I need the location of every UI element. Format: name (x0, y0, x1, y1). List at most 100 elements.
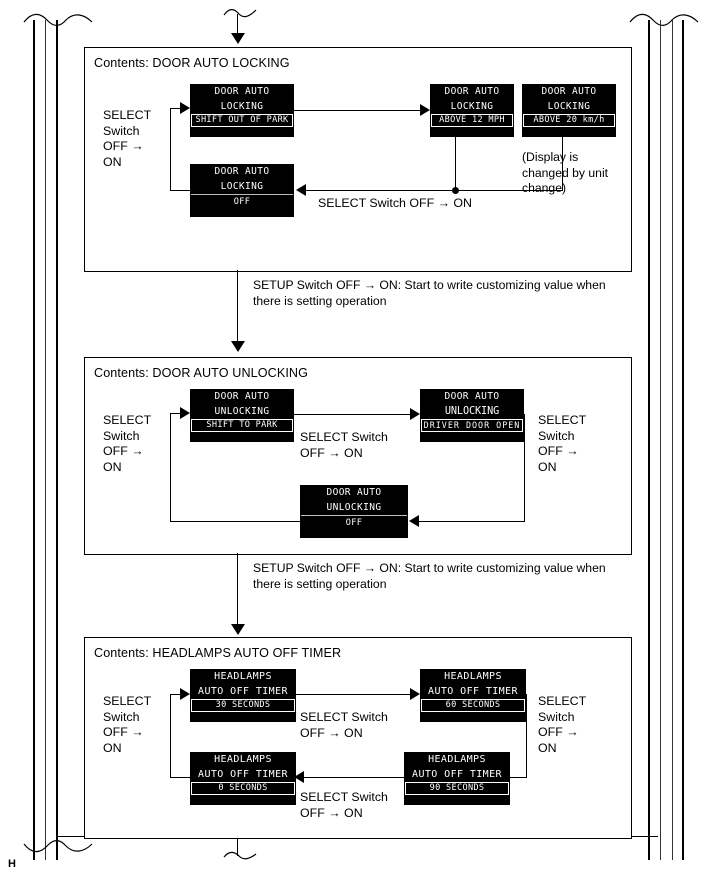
transition-arrowhead-1 (231, 341, 245, 352)
right-line-1: SELECT (538, 413, 587, 427)
display-value: 30 SECONDS (191, 699, 295, 712)
display-value: OFF (191, 194, 293, 208)
loop-hline-bottom-2 (170, 521, 300, 523)
label-select-switch-top-3: SELECT Switch OFF → ON (300, 710, 410, 741)
label-line-2: OFF → ON (300, 805, 363, 820)
display-above-12-mph: DOOR AUTO LOCKING ABOVE 12 MPH (430, 84, 514, 137)
note-display-changed-by-unit: (Display is changed by unit change) (522, 150, 609, 195)
note-setup-switch-1: SETUP Switch OFF → ON: Start to write cu… (253, 278, 606, 308)
entry-line-1: SELECT (103, 694, 152, 708)
display-value: 0 SECONDS (191, 782, 295, 795)
page-break-wave-right (629, 13, 699, 26)
entry-line-3: OFF → (103, 139, 144, 153)
display-line-1: DOOR AUTO (444, 86, 500, 97)
label-line-1: SELECT Switch (300, 790, 388, 804)
display-timer-0: HEADLAMPS AUTO OFF TIMER 0 SECONDS (190, 752, 296, 805)
loop-hline-bottom-3 (170, 777, 192, 779)
right-line-3: OFF → (538, 444, 579, 458)
display-line-2: AUTO OFF TIMER (412, 769, 502, 780)
page-marker-h: H (8, 858, 16, 870)
return-hline-3right (508, 777, 527, 779)
display-line-2: AUTO OFF TIMER (198, 686, 288, 697)
display-line-2: UNLOCKING (326, 502, 382, 513)
entry-arrowhead-2 (180, 407, 190, 419)
display-timer-90: HEADLAMPS AUTO OFF TIMER 90 SECONDS (404, 752, 510, 805)
display-value: DRIVER DOOR OPEN (421, 419, 523, 432)
display-line-1: DOOR AUTO (214, 166, 270, 177)
entry-line-3: OFF → (103, 444, 144, 458)
transition-line-1 (237, 270, 239, 342)
arrow-line-3bottom (302, 777, 406, 779)
top-entry-wave (223, 9, 257, 18)
return-hline-1 (305, 190, 563, 192)
loop-hline-entry-2 (170, 413, 184, 415)
page-break-wave-bottom-left (23, 840, 93, 853)
return-vline-from-12mph (455, 137, 457, 190)
top-entry-line (237, 14, 239, 34)
display-value: SHIFT OUT OF PARK (191, 114, 293, 127)
display-line-1: DOOR AUTO (541, 86, 597, 97)
display-line-1: HEADLAMPS (214, 754, 272, 765)
display-value: OFF (301, 515, 407, 529)
loop-vline-3 (170, 694, 172, 777)
display-line-2: AUTO OFF TIMER (198, 769, 288, 780)
right-line-4: ON (538, 459, 557, 474)
arrowhead-3bottom (294, 771, 304, 783)
label-select-switch-return-1: SELECT Switch OFF → ON (318, 196, 472, 210)
display-line-2: LOCKING (547, 101, 591, 112)
display-timer-30: HEADLAMPS AUTO OFF TIMER 30 SECONDS (190, 669, 296, 722)
label-line-1: SELECT Switch (300, 430, 388, 444)
junction-dot-1 (452, 187, 459, 194)
display-value: 90 SECONDS (405, 782, 509, 795)
display-above-20-kmh: DOOR AUTO LOCKING ABOVE 20 km/h (522, 84, 616, 137)
display-shift-out-of-park: DOOR AUTO LOCKING SHIFT OUT OF PARK (190, 84, 294, 137)
entry-line-1: SELECT (103, 413, 152, 427)
return-vline-from-20kmh (562, 137, 564, 190)
label-select-switch-entry-1: SELECT Switch OFF → ON (103, 108, 151, 170)
arrow-line-2a (294, 414, 414, 416)
loop-vline-2 (170, 413, 172, 521)
loop-hline-entry-1 (170, 108, 184, 110)
entry-line-3: OFF → (103, 725, 144, 739)
return-vline-2 (524, 414, 526, 521)
display-unlocking-off: DOOR AUTO UNLOCKING OFF (300, 485, 408, 538)
right-line-2: Switch (538, 709, 575, 724)
entry-line-4: ON (103, 459, 122, 474)
label-line-1: SELECT Switch (300, 710, 388, 724)
arrow-line-3top (296, 694, 414, 696)
section-title-door-auto-unlocking: Contents: DOOR AUTO UNLOCKING (94, 366, 309, 380)
loop-hline-entry-3 (170, 694, 184, 696)
page-bottom-tick (237, 836, 239, 856)
entry-arrowhead-3 (180, 688, 190, 700)
display-value: ABOVE 20 km/h (523, 114, 615, 127)
arrowhead-1to2 (420, 104, 430, 116)
right-line-3: OFF → (538, 725, 579, 739)
right-line-2: Switch (538, 428, 575, 443)
display-line-1: HEADLAMPS (444, 671, 502, 682)
display-shift-to-park: DOOR AUTO UNLOCKING SHIFT TO PARK (190, 389, 294, 442)
label-select-switch-entry-2: SELECT Switch OFF → ON (103, 413, 151, 475)
arrowhead-3top (410, 688, 420, 700)
label-line-2: OFF → ON (300, 445, 363, 460)
label-select-switch-right-3: SELECT Switch OFF → ON (538, 694, 586, 756)
entry-line-2: Switch (103, 123, 140, 138)
transition-line-2 (237, 553, 239, 625)
display-value: SHIFT TO PARK (191, 419, 293, 432)
section-headlamps-auto-off-timer (84, 637, 632, 839)
display-value: ABOVE 12 MPH (431, 114, 513, 127)
transition-arrowhead-2 (231, 624, 245, 635)
display-line-1: HEADLAMPS (214, 671, 272, 682)
display-line-2: LOCKING (220, 181, 264, 192)
top-entry-arrowhead (231, 33, 245, 44)
entry-arrowhead-1 (180, 102, 190, 114)
loop-hline-bottom-1 (170, 190, 190, 192)
display-line-2: AUTO OFF TIMER (428, 686, 518, 697)
label-select-switch-mid-2: SELECT Switch OFF → ON (300, 430, 410, 461)
return-vline-3 (526, 694, 528, 777)
display-driver-door-open: DOOR AUTO UNLOCKING DRIVER DOOR OPEN (420, 389, 524, 442)
display-line-1: DOOR AUTO (444, 391, 500, 402)
display-line-2: UNLOCKING (214, 406, 270, 417)
arrow-line-1to2 (294, 110, 424, 112)
display-line-1: DOOR AUTO (214, 86, 270, 97)
